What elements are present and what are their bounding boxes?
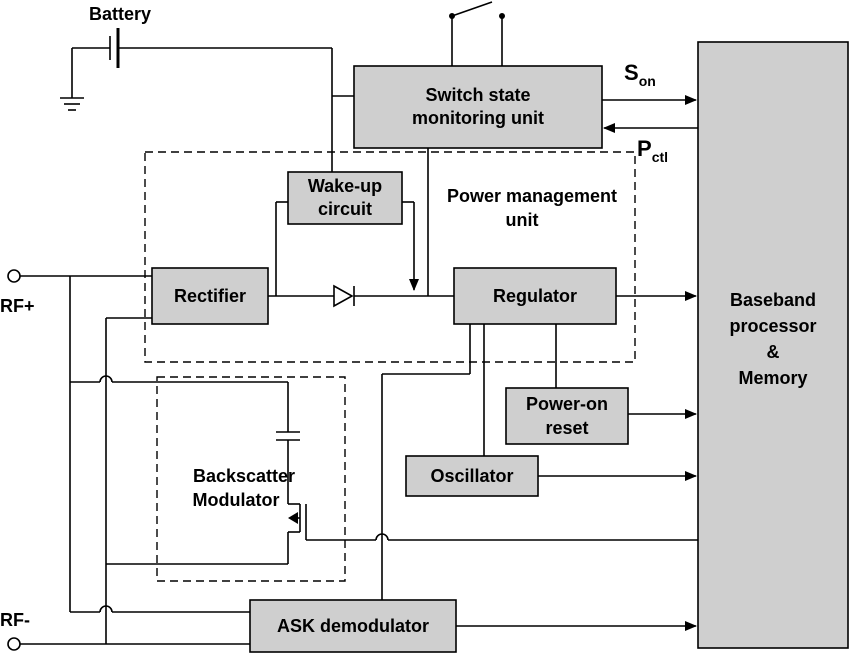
- por-label-line1: Power-on: [526, 394, 608, 414]
- switch-symbol: [449, 1, 505, 66]
- battery-label: Battery: [89, 4, 151, 24]
- rf-minus-terminal: [7, 637, 21, 651]
- battery-symbol: [60, 28, 333, 172]
- oscillator-label: Oscillator: [430, 466, 513, 486]
- diode-symbol: [333, 284, 355, 308]
- wakeup-label-line1: Wake-up: [308, 176, 382, 196]
- baseband-label-line3: &: [767, 342, 780, 362]
- por-label-line2: reset: [545, 418, 588, 438]
- backscatter-transistor: [287, 503, 698, 564]
- regulator: [453, 267, 617, 325]
- power-management-region: [144, 151, 636, 363]
- rf-plus-terminal: [7, 269, 21, 283]
- backscatter-label-line1: Backscatter: [193, 466, 295, 486]
- switch-state-label-line1: Switch state: [425, 85, 530, 105]
- rectifier-label: Rectifier: [174, 286, 246, 306]
- backscatter-modulator-region: [156, 376, 346, 582]
- baseband-label-line2: processor: [729, 316, 816, 336]
- wakeup-circuit: [287, 171, 403, 225]
- p-ctl-label: Pctl: [637, 136, 668, 165]
- rf-minus-label: RF-: [0, 610, 30, 630]
- backscatter-label-line2: Modulator: [193, 490, 280, 510]
- backscatter-capacitor: [276, 382, 300, 504]
- pmu-label-line2: unit: [506, 210, 539, 230]
- switch-state-monitoring-unit: [353, 65, 603, 149]
- wakeup-label-line2: circuit: [318, 199, 372, 219]
- s-on-label: Son: [624, 60, 656, 89]
- baseband-label-line1: Baseband: [730, 290, 816, 310]
- switch-state-label-line2: monitoring unit: [412, 108, 544, 128]
- regulator-label: Regulator: [493, 286, 577, 306]
- ask-demodulator: [249, 599, 457, 653]
- rf-plus-label: RF+: [0, 296, 35, 316]
- baseband-processor-memory: [697, 41, 849, 649]
- ask-label: ASK demodulator: [277, 616, 429, 636]
- baseband-label-line4: Memory: [738, 368, 807, 388]
- power-on-reset: [505, 387, 629, 445]
- rectifier: [151, 267, 269, 325]
- pmu-label-line1: Power management: [447, 186, 617, 206]
